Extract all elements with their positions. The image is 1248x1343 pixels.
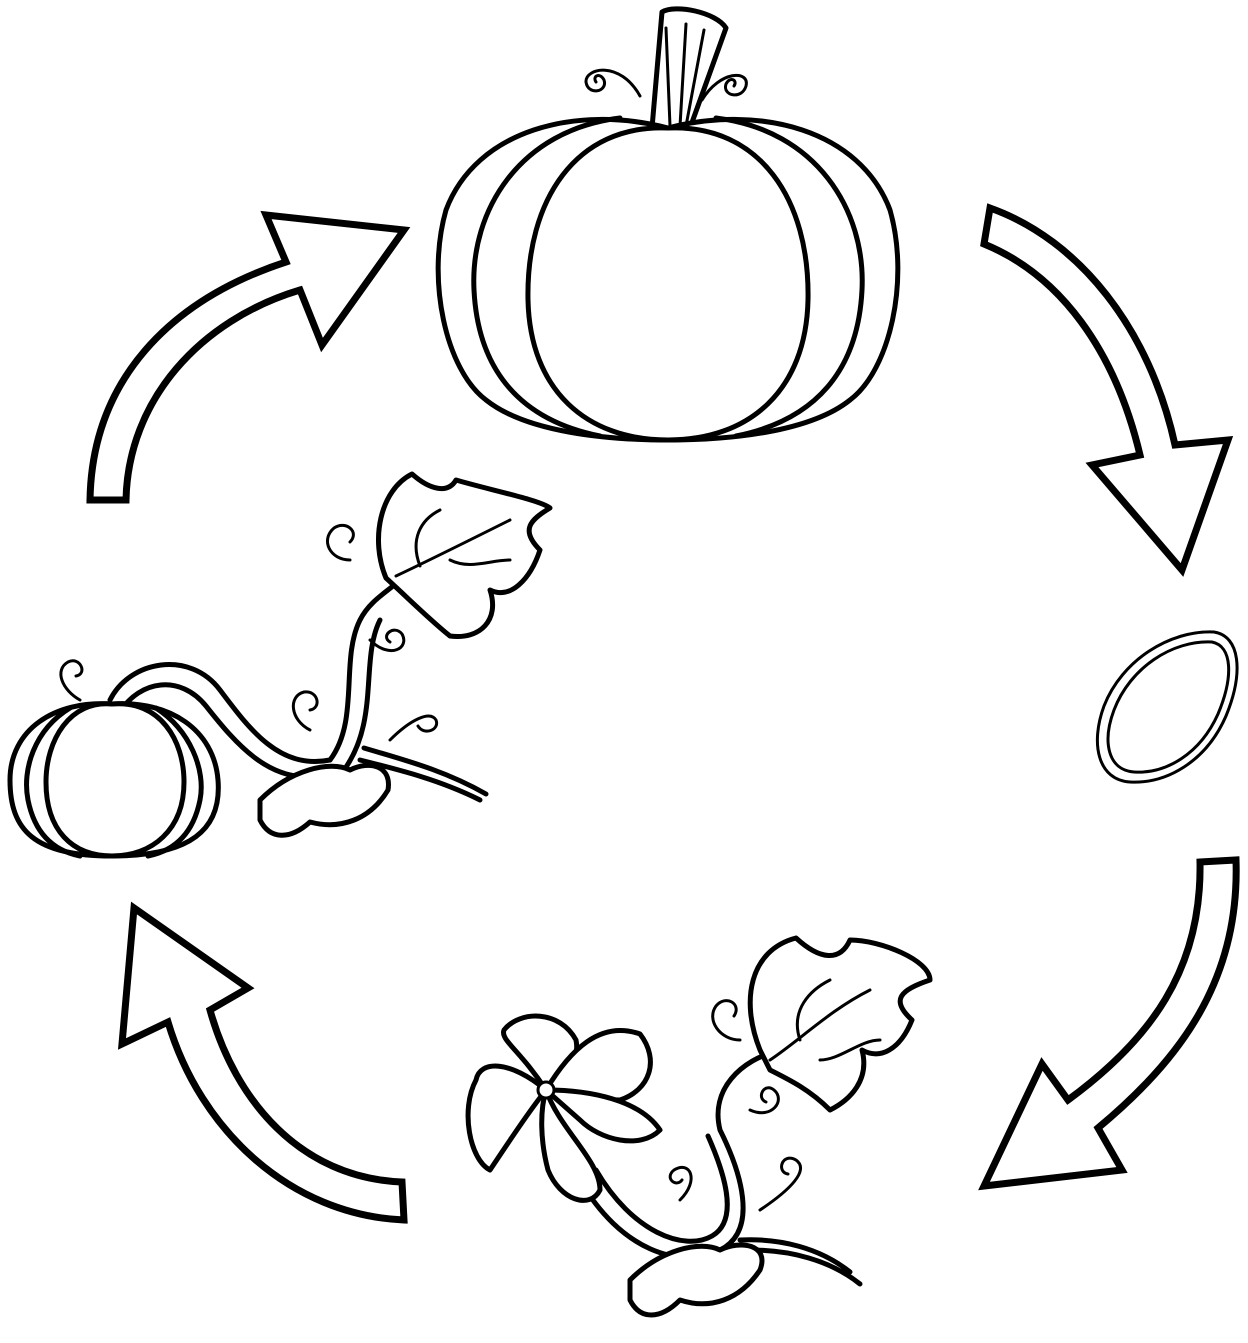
- arrow-to-flowering-vine: [978, 856, 1240, 1191]
- flowering-vine-icon: [465, 935, 933, 1318]
- pumpkin-seed-icon: [1095, 630, 1239, 784]
- arrow-to-seed: [980, 203, 1234, 577]
- arrow-to-small-pumpkin: [117, 901, 408, 1224]
- vine-small-pumpkin-icon: [7, 471, 553, 859]
- arrow-to-large-pumpkin: [86, 210, 411, 504]
- large-pumpkin-icon: [435, 6, 901, 443]
